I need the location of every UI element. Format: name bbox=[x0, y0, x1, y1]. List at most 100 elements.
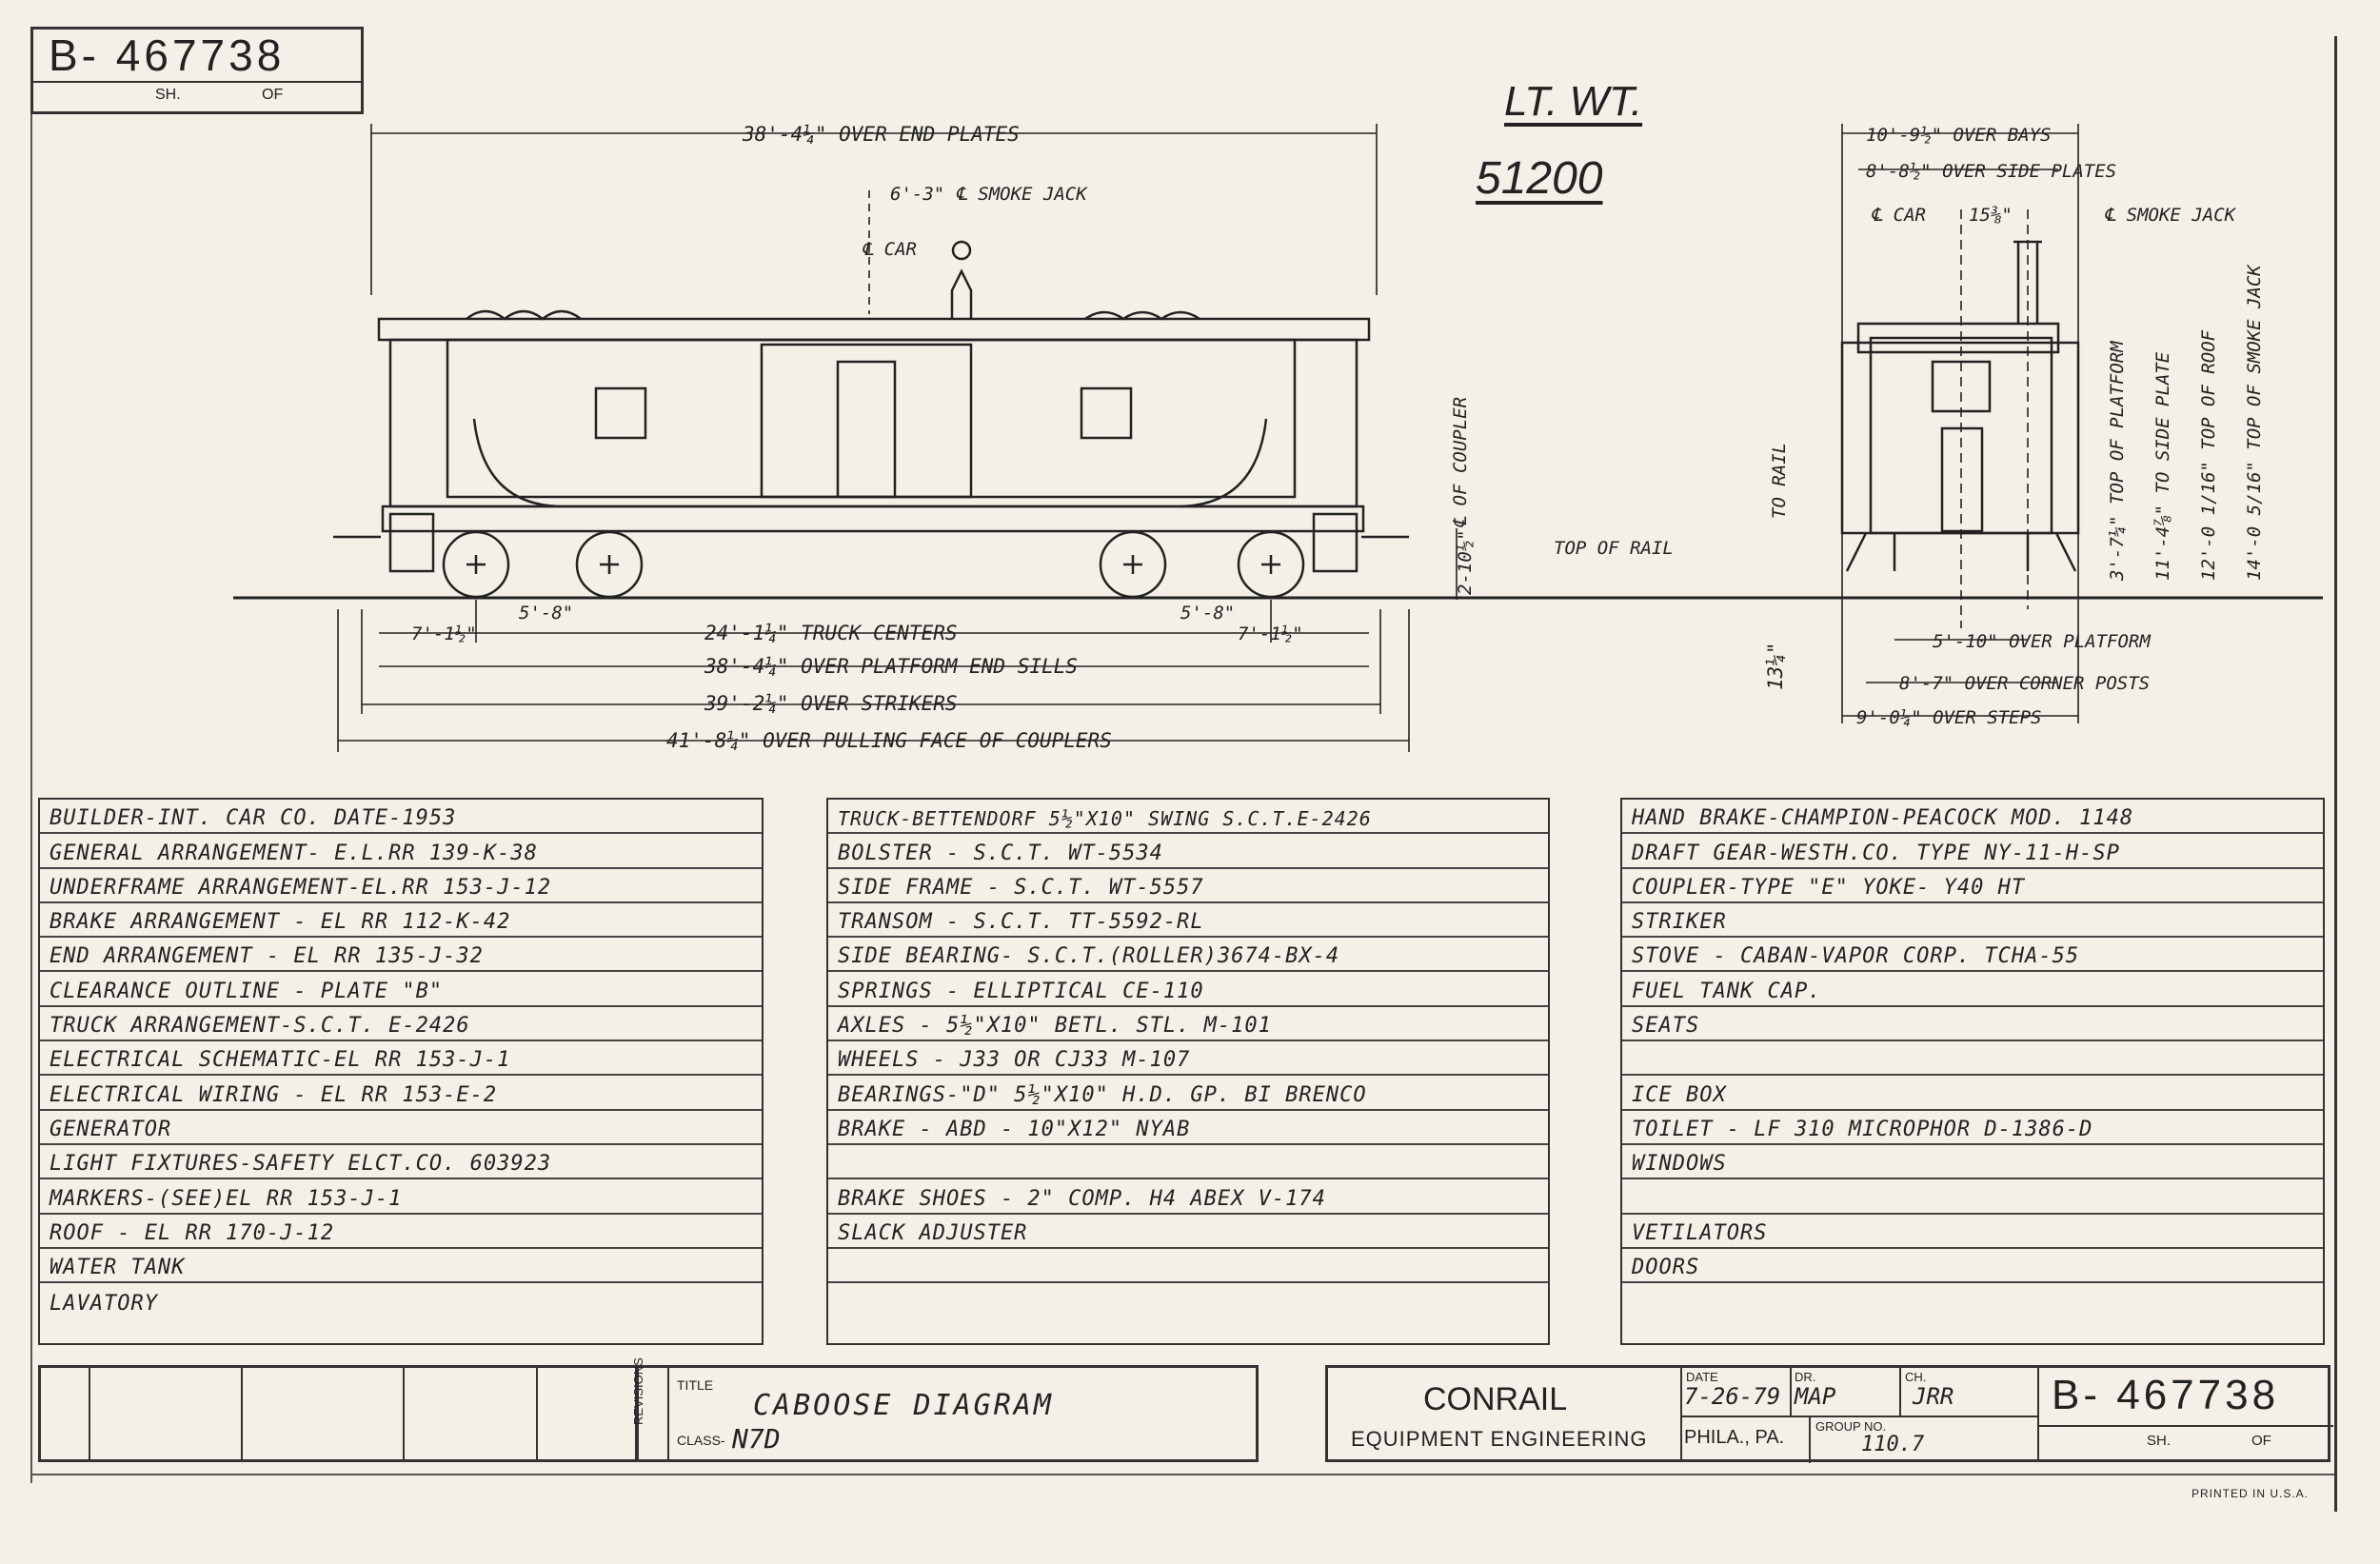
spec-row: TRANSOM - S.C.T. TT-5592-RL bbox=[828, 903, 1548, 939]
spec-text: BOLSTER - S.C.T. WT-5534 bbox=[838, 841, 1163, 865]
smoke-jack-cap bbox=[951, 240, 972, 261]
spec-text: TRUCK ARRANGEMENT-S.C.T. E-2426 bbox=[50, 1014, 470, 1039]
spec-row: BRAKE ARRANGEMENT - EL RR 112-K-42 bbox=[40, 903, 762, 939]
company-name: CONRAIL bbox=[1423, 1381, 1568, 1417]
revisions-block bbox=[38, 1365, 638, 1462]
spec-row: LIGHT FIXTURES-SAFETY ELCT.CO. 603923 bbox=[40, 1145, 762, 1180]
spec-row: SIDE BEARING- S.C.T.(ROLLER)3674-BX-4 bbox=[828, 938, 1548, 973]
spec-text: SIDE BEARING- S.C.T.(ROLLER)3674-BX-4 bbox=[838, 944, 1340, 969]
sheet-border-left bbox=[30, 36, 32, 1483]
dim-to-side-plate: 11'-4⅞" TO SIDE PLATE bbox=[2152, 351, 2173, 581]
class-label: CLASS- bbox=[677, 1433, 725, 1448]
spec-row: BUILDER-INT. CAR CO. DATE-1953 bbox=[40, 800, 762, 835]
dim-over-platform: 5'-10" OVER PLATFORM bbox=[1933, 631, 2151, 652]
spec-text: SIDE FRAME - S.C.T. WT-5557 bbox=[838, 875, 1204, 900]
spec-row: BRAKE - ABD - 10"X12" NYAB bbox=[828, 1111, 1548, 1145]
spec-column-1: BUILDER-INT. CAR CO. DATE-1953 GENERAL A… bbox=[38, 798, 764, 1345]
company-block: CONRAIL EQUIPMENT ENGINEERING DATE 7-26-… bbox=[1325, 1365, 2333, 1463]
light-weight-value: 51200 bbox=[1476, 153, 1603, 204]
dim-smoke-jack-offset: 15⅜" bbox=[1969, 205, 2013, 226]
spec-text: WHEELS - J33 OR CJ33 M-107 bbox=[838, 1048, 1191, 1073]
checked-by-value: JRR bbox=[1913, 1383, 1954, 1410]
dim-smoke-jack: 6'-3" ℄ SMOKE JACK bbox=[890, 184, 1088, 205]
car-body-panel bbox=[446, 338, 1297, 499]
spec-text: BRAKE SHOES - 2" COMP. H4 ABEX V-174 bbox=[838, 1186, 1326, 1211]
caboose-drawing: 38'-4¼" OVER END PLATES 6'-3" ℄ SMOKE JA… bbox=[233, 123, 2323, 752]
spec-text: ELECTRICAL WIRING - EL RR 153-E-2 bbox=[50, 1082, 498, 1107]
spec-row: SPRINGS - ELLIPTICAL CE-110 bbox=[828, 972, 1548, 1007]
spec-text: ICE BOX bbox=[1632, 1082, 1727, 1107]
spec-text: TRANSOM - S.C.T. TT-5592-RL bbox=[838, 910, 1204, 935]
dim-top-of-smoke-jack: 14'-0 5/16" TOP OF SMOKE JACK bbox=[2244, 264, 2265, 581]
dim-truck-end-right: 7'-1½" bbox=[1238, 624, 1303, 644]
dim-over-strikers: 39'-2¼" OVER STRIKERS bbox=[704, 692, 958, 715]
spec-row: ELECTRICAL WIRING - EL RR 153-E-2 bbox=[40, 1076, 762, 1111]
drawn-by-label: DR. bbox=[1795, 1370, 1816, 1384]
drawing-number: B- 467738 bbox=[49, 30, 286, 80]
spec-text: COUPLER-TYPE "E" YOKE- Y40 HT bbox=[1632, 875, 2026, 900]
spec-row bbox=[828, 1283, 1548, 1317]
spec-text: STOVE - CABAN-VAPOR CORP. TCHA-55 bbox=[1632, 944, 2080, 969]
spec-row: GENERAL ARRANGEMENT- E.L.RR 139-K-38 bbox=[40, 834, 762, 869]
spec-text: BUILDER-INT. CAR CO. DATE-1953 bbox=[50, 806, 457, 831]
spec-text: HAND BRAKE-CHAMPION-PEACOCK MOD. 1148 bbox=[1632, 806, 2134, 831]
light-weight-label: LT. WT. bbox=[1504, 78, 1643, 125]
spec-row: SIDE FRAME - S.C.T. WT-5557 bbox=[828, 869, 1548, 903]
spec-row: FUEL TANK CAP. bbox=[1622, 972, 2323, 1007]
smoke-jack bbox=[950, 268, 973, 319]
dim-top-of-platform: 3'-7¼" TOP OF PLATFORM bbox=[2107, 341, 2128, 582]
spec-row: TOILET - LF 310 MICROPHOR D-1386-D bbox=[1622, 1111, 2323, 1145]
spec-text: SPRINGS - ELLIPTICAL CE-110 bbox=[838, 979, 1204, 1003]
spec-row bbox=[828, 1145, 1548, 1180]
end-platform-left bbox=[388, 512, 435, 573]
date-value: 7-26-79 bbox=[1684, 1383, 1781, 1410]
department-name: EQUIPMENT ENGINEERING bbox=[1351, 1427, 1648, 1451]
spec-row: END ARRANGEMENT - EL RR 135-J-32 bbox=[40, 938, 762, 973]
dim-truck-end-left: 7'-1½" bbox=[411, 624, 477, 644]
drawn-by-value: MAP bbox=[1795, 1383, 1836, 1410]
revisions-label: REVISIONS bbox=[631, 1357, 645, 1425]
stamp-divider bbox=[33, 81, 361, 83]
sheet-border-bottom bbox=[30, 1474, 2334, 1475]
spec-row: HAND BRAKE-CHAMPION-PEACOCK MOD. 1148 bbox=[1622, 800, 2323, 835]
spec-text: LAVATORY bbox=[50, 1292, 158, 1317]
roof-walk bbox=[466, 309, 1200, 321]
spec-row: WHEELS - J33 OR CJ33 M-107 bbox=[828, 1041, 1548, 1077]
spec-row: CLEARANCE OUTLINE - PLATE "B" bbox=[40, 972, 762, 1007]
group-label: GROUP NO. bbox=[1815, 1419, 1887, 1434]
side-door bbox=[836, 360, 897, 499]
spec-text: WATER TANK bbox=[50, 1256, 186, 1280]
underframe bbox=[381, 505, 1365, 533]
spec-text: SLACK ADJUSTER bbox=[838, 1220, 1028, 1245]
dim-wheel-base-left: 5'-8" bbox=[519, 603, 573, 624]
spec-row bbox=[1622, 1041, 2323, 1077]
title-label: TITLE bbox=[677, 1377, 714, 1393]
roof-outline bbox=[377, 317, 1371, 342]
drawing-title: CABOOSE DIAGRAM bbox=[753, 1389, 1054, 1422]
spec-row: TRUCK ARRANGEMENT-S.C.T. E-2426 bbox=[40, 1007, 762, 1042]
dim-over-corner-posts: 8'-7" OVER CORNER POSTS bbox=[1899, 673, 2150, 694]
end-platform-right bbox=[1312, 512, 1359, 573]
spec-text: GENERAL ARRANGEMENT- E.L.RR 139-K-38 bbox=[50, 841, 538, 865]
spec-row bbox=[1622, 1179, 2323, 1215]
stamp-of-label: OF bbox=[262, 87, 284, 103]
spec-row: SLACK ADJUSTER bbox=[828, 1215, 1548, 1249]
printed-in-usa: PRINTED IN U.S.A. bbox=[2192, 1487, 2310, 1500]
title-sheet-label: SH. bbox=[2147, 1433, 2172, 1449]
label-coupler-centerline: ℄ OF COUPLER bbox=[1450, 397, 1471, 528]
spec-row: BEARINGS-"D" 5½"X10" H.D. GP. BI BRENCO bbox=[828, 1076, 1548, 1111]
dim-over-bays: 10'-9½" OVER BAYS bbox=[1866, 125, 2051, 146]
sheet-border-right bbox=[2334, 36, 2337, 1512]
spec-text: FUEL TANK CAP. bbox=[1632, 979, 1822, 1003]
spec-row: ELECTRICAL SCHEMATIC-EL RR 153-J-1 bbox=[40, 1041, 762, 1077]
spec-row: UNDERFRAME ARRANGEMENT-EL.RR 153-J-12 bbox=[40, 869, 762, 903]
spec-row: VETILATORS bbox=[1622, 1215, 2323, 1249]
title-box: REVISIONS TITLE CABOOSE DIAGRAM CLASS- N… bbox=[631, 1357, 1259, 1462]
spec-row: SEATS bbox=[1622, 1007, 2323, 1042]
spec-text: ELECTRICAL SCHEMATIC-EL RR 153-J-1 bbox=[50, 1048, 511, 1073]
dim-over-pulling-face: 41'-8¼" OVER PULLING FACE OF COUPLERS bbox=[666, 729, 1112, 752]
spec-text: STRIKER bbox=[1632, 910, 1727, 935]
dim-13-quarter: 13¼" bbox=[1764, 642, 1787, 690]
spec-text: BEARINGS-"D" 5½"X10" H.D. GP. BI BRENCO bbox=[838, 1082, 1367, 1107]
spec-text: VETILATORS bbox=[1632, 1220, 1768, 1245]
